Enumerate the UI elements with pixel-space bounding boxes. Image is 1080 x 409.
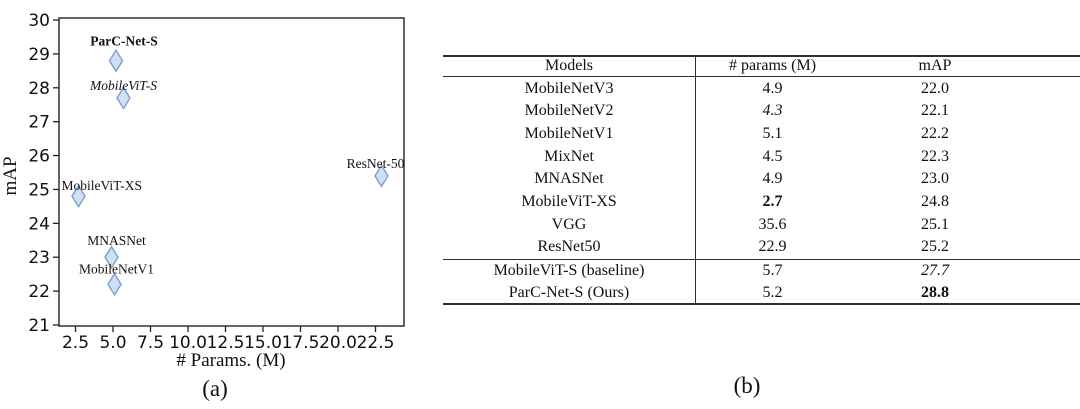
table-row: MobileNetV1 5.1 22.2	[443, 123, 1080, 146]
scatter-point-parc-net-s	[108, 48, 124, 73]
cell-model: MobileNetV3	[524, 79, 614, 97]
cell-model: MobileNetV1	[524, 124, 614, 142]
point-label-resnet-50: ResNet-50	[347, 156, 405, 171]
cell-params: 4.5	[762, 147, 783, 165]
cell-map: 25.2	[921, 238, 949, 256]
table-row: MixNet 4.5 22.3	[443, 145, 1080, 168]
cell-model: VGG	[551, 215, 587, 233]
x-tick-label: 22.5	[357, 333, 395, 353]
x-tick-label: 5.0	[99, 333, 126, 353]
scatter-point-mnasnet	[104, 245, 119, 270]
table-row: ResNet50 22.9 25.2	[443, 236, 1080, 259]
cell-map: 22.0	[921, 79, 949, 97]
x-tick-label: 7.5	[137, 333, 164, 353]
cell-model: ResNet50	[537, 238, 601, 256]
cell-params: 4.3	[762, 102, 783, 120]
table-row: MNASNet 4.9 23.0	[443, 168, 1080, 191]
cell-map: 27.7	[921, 262, 949, 280]
cell-model: MobileViT-XS	[521, 192, 617, 210]
plot-frame	[58, 17, 405, 327]
cell-params: 5.2	[762, 283, 783, 301]
table-row: VGG 35.6 25.1	[443, 213, 1080, 236]
y-axis-label: mAP	[0, 156, 21, 195]
cell-model: MobileNetV2	[524, 102, 614, 120]
y-tick-label: 23	[28, 248, 50, 268]
table-rule-bottom	[443, 303, 1080, 306]
caption-a: (a)	[202, 376, 228, 401]
cell-model: MobileViT-S (baseline)	[493, 262, 645, 280]
cell-map: 25.1	[921, 215, 949, 233]
col-header-models: Models	[545, 57, 593, 75]
cell-params: 22.9	[758, 238, 787, 256]
y-tick-label: 30	[28, 11, 50, 31]
cell-map: 23.0	[921, 170, 949, 188]
table-rule-top	[443, 55, 1080, 57]
y-tick-label: 21	[28, 316, 50, 336]
cell-params: 35.6	[758, 215, 787, 233]
scatter-point-mobilenetv1	[107, 272, 122, 297]
cell-params: 5.1	[762, 124, 783, 142]
point-label-parc-net-s: ParC-Net-S	[90, 34, 157, 49]
cell-map: 22.3	[921, 147, 949, 165]
table-row: MobileViT-XS 2.7 24.8	[443, 191, 1080, 214]
scatter-point-mobilevit-s	[116, 86, 131, 110]
col-header-params: # params (M)	[728, 57, 817, 75]
point-label-mobilevit-xs: MobileViT-XS	[62, 178, 142, 193]
cell-map: 28.8	[921, 283, 949, 301]
y-tick-label: 24	[28, 214, 50, 234]
cell-map: 22.2	[921, 124, 949, 142]
cell-map: 24.8	[921, 192, 949, 210]
x-tick-label: 2.5	[62, 333, 89, 353]
cell-params: 5.7	[762, 262, 783, 280]
cell-model: MNASNet	[534, 170, 604, 188]
table-row: MobileNetV2 4.3 22.1	[443, 100, 1080, 123]
point-label-mnasnet: MNASNet	[87, 233, 146, 248]
table-header-row: Models # params (M) mAP	[443, 57, 1080, 76]
y-tick-label: 29	[28, 45, 50, 65]
cell-params: 2.7	[762, 192, 783, 210]
col-header-map: mAP	[918, 57, 952, 75]
cell-model: ParC-Net-S (Ours)	[508, 283, 630, 301]
y-tick-label: 25	[28, 180, 50, 200]
y-tick-label: 26	[28, 147, 50, 167]
y-tick-label: 28	[28, 79, 50, 99]
table-rule-header	[443, 75, 1080, 78]
caption-b: (b)	[733, 373, 761, 398]
point-label-mobilevit-s: MobileViT-S	[89, 78, 157, 93]
x-tick-label: 15.0	[244, 333, 282, 353]
table-column-divider	[695, 55, 697, 305]
scatter-point-mobilevit-xs	[71, 184, 86, 209]
x-axis-label: # Params. (M)	[176, 350, 285, 371]
table-row: ParC-Net-S (Ours) 5.2 28.8	[443, 282, 1080, 304]
point-label-mobilenetv1: MobileNetV1	[79, 261, 154, 276]
x-tick-label: 20.0	[319, 333, 357, 353]
table-row: MobileViT-S (baseline) 5.7 27.7	[443, 260, 1080, 282]
scatter-point-resnet-50	[374, 164, 389, 188]
x-tick-label: 17.5	[282, 333, 320, 353]
cell-model: MixNet	[544, 147, 594, 165]
cell-map: 22.1	[921, 102, 949, 120]
y-tick-label: 22	[28, 282, 50, 302]
table-rule-mid	[443, 258, 1080, 261]
x-tick-label: 12.5	[207, 333, 245, 353]
cell-params: 4.9	[762, 170, 783, 188]
cell-params: 4.9	[762, 79, 783, 97]
y-tick-label: 27	[28, 113, 50, 133]
x-tick-label: 10.0	[169, 333, 207, 353]
table-row: MobileNetV3 4.9 22.0	[443, 77, 1080, 100]
